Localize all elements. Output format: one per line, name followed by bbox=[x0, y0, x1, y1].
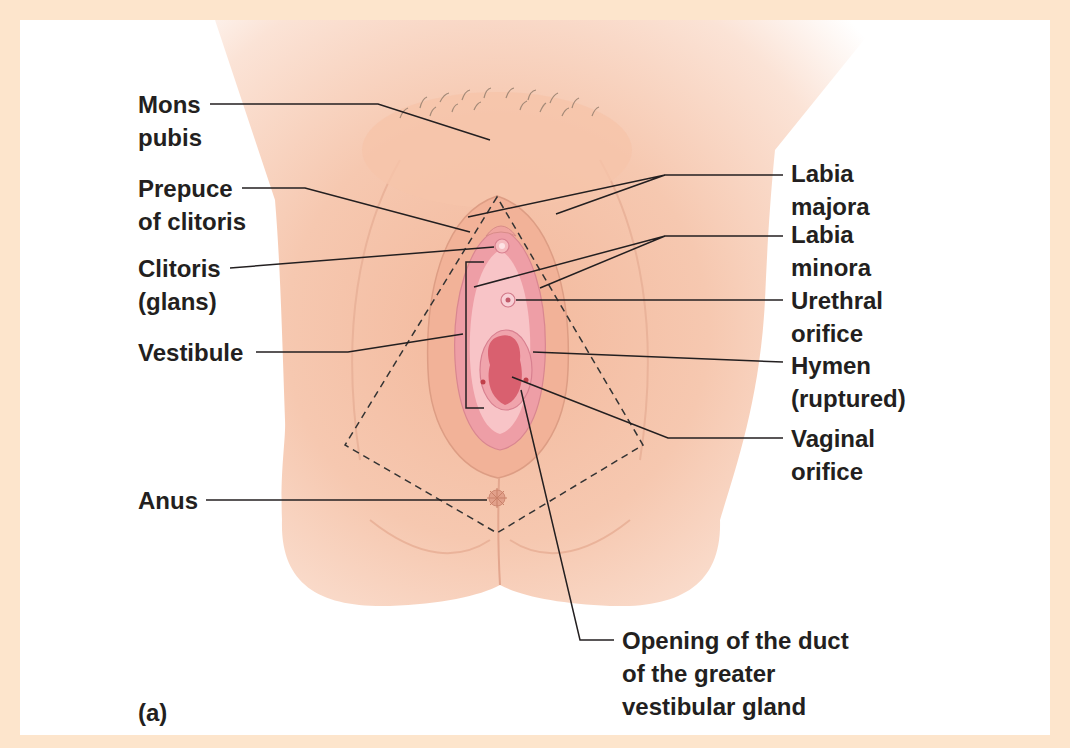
part-label: Hymen (ruptured) bbox=[791, 349, 933, 415]
part-label: Opening of the duct of the greater vesti… bbox=[622, 624, 864, 723]
leader-line bbox=[206, 499, 487, 501]
clitoris-glans bbox=[495, 239, 509, 253]
panel-letter: (a) bbox=[138, 696, 218, 729]
labia-majora bbox=[428, 196, 569, 478]
leader-line bbox=[468, 175, 783, 217]
prepuce bbox=[486, 226, 516, 236]
leader-line bbox=[474, 236, 783, 288]
part-label: Prepuce of clitoris bbox=[138, 172, 256, 238]
leader-line bbox=[230, 247, 494, 268]
pubic-hair bbox=[400, 88, 599, 118]
part-label: Urethral orifice bbox=[791, 284, 909, 350]
anus-folds bbox=[487, 488, 507, 508]
part-label: Clitoris (glans) bbox=[138, 252, 242, 318]
part-label: Anus bbox=[138, 484, 238, 517]
body-skin bbox=[215, 20, 880, 606]
part-label: Vestibule bbox=[138, 336, 288, 369]
skin-crease bbox=[352, 160, 648, 553]
leader-line bbox=[256, 334, 463, 352]
part-label: Vaginal orifice bbox=[791, 422, 909, 488]
leader-line bbox=[516, 299, 783, 301]
labia-minora bbox=[455, 228, 546, 450]
leader-lines bbox=[206, 104, 783, 640]
urethral-opening bbox=[506, 298, 511, 303]
hymen bbox=[480, 330, 532, 410]
leader-line bbox=[533, 352, 783, 362]
duct-opening bbox=[481, 380, 486, 385]
part-label: Labia majora bbox=[791, 157, 895, 223]
vaginal-orifice bbox=[488, 335, 522, 405]
urethral-orifice bbox=[501, 293, 515, 307]
bracket bbox=[466, 262, 484, 408]
leader-line bbox=[242, 188, 470, 232]
leader-line bbox=[512, 377, 783, 438]
clitoris-highlight bbox=[499, 243, 505, 249]
leader-line bbox=[210, 104, 490, 140]
part-label: Labia minora bbox=[791, 218, 895, 284]
leader-line bbox=[521, 390, 614, 640]
panel-ground bbox=[20, 20, 1050, 735]
part-label: Mons pubis bbox=[138, 88, 228, 154]
